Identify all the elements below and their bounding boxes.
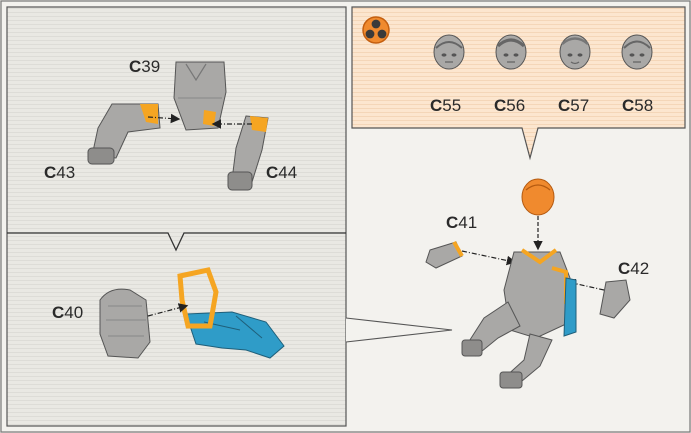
label-c41: C41 <box>446 213 477 232</box>
orange-head <box>521 178 555 216</box>
label-c56: C56 <box>494 96 525 115</box>
head-c58 <box>621 34 653 70</box>
label-c42: C42 <box>618 259 649 278</box>
label-c44: C44 <box>266 163 297 182</box>
head-c56 <box>495 34 527 70</box>
arm-c42 <box>599 279 631 319</box>
back-plate-c40 <box>99 288 151 359</box>
head-c57 <box>559 34 591 70</box>
seated-figure <box>461 248 577 389</box>
label-c58: C58 <box>622 96 653 115</box>
three-head-options-icon <box>362 16 390 44</box>
leg-c43 <box>87 103 161 165</box>
label-c39: C39 <box>129 57 160 76</box>
arrow-c40-to-body <box>147 303 189 317</box>
label-c40: C40 <box>52 303 83 322</box>
orange-torso-frame <box>177 267 219 329</box>
label-c43: C43 <box>44 163 75 182</box>
head-c55 <box>433 34 465 70</box>
leg-c44 <box>227 115 269 191</box>
callout-connector <box>345 317 453 343</box>
panel-divider <box>7 232 346 252</box>
arm-c41 <box>425 241 464 269</box>
label-c57: C57 <box>558 96 589 115</box>
arrow-c41-to-torso <box>461 250 517 266</box>
head-options-callout <box>351 6 686 161</box>
torso-c39 <box>173 61 227 131</box>
label-c55: C55 <box>430 96 461 115</box>
